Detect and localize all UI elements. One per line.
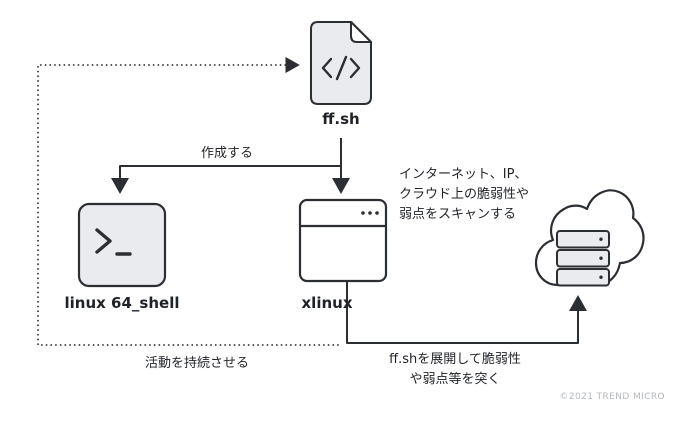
window-menu-dots-icon	[361, 211, 379, 215]
shell-script-file-icon	[310, 21, 372, 105]
terminal-node-label: linux 64_shell	[64, 294, 180, 312]
scan-annotation-line2: クラウド上の脆弱性や	[399, 187, 530, 202]
copyright-text: ©2021 TREND MICRO	[559, 392, 665, 402]
browser-window-icon	[298, 198, 388, 283]
create-arrow	[111, 138, 350, 194]
server-stack-icon	[556, 230, 610, 287]
prompt-icon	[95, 228, 132, 256]
cloud-server-icon	[534, 189, 645, 287]
create-annotation: 作成する	[200, 146, 254, 161]
persist-annotation: 活動を持続させる	[144, 356, 250, 371]
persist-loop-arrow	[37, 56, 339, 346]
exploit-arrow	[346, 282, 587, 344]
exploit-annotation-line2: や弱点等を突く	[409, 372, 501, 387]
exploit-annotation: ff.shを展開して脆弱性 や弱点等を突く	[389, 350, 521, 390]
scan-annotation: インターネット、IP、 クラウド上の脆弱性や 弱点をスキャンする	[399, 165, 529, 225]
terminal-icon	[77, 202, 167, 288]
exploit-annotation-line1: ff.shを展開して脆弱性	[389, 352, 521, 367]
browser-node-label: xlinux	[301, 294, 353, 312]
file-node-label: ff.sh	[322, 110, 360, 128]
scan-annotation-line1: インターネット、IP、	[399, 167, 528, 182]
scan-annotation-line3: 弱点をスキャンする	[399, 207, 517, 222]
code-icon	[321, 55, 361, 81]
